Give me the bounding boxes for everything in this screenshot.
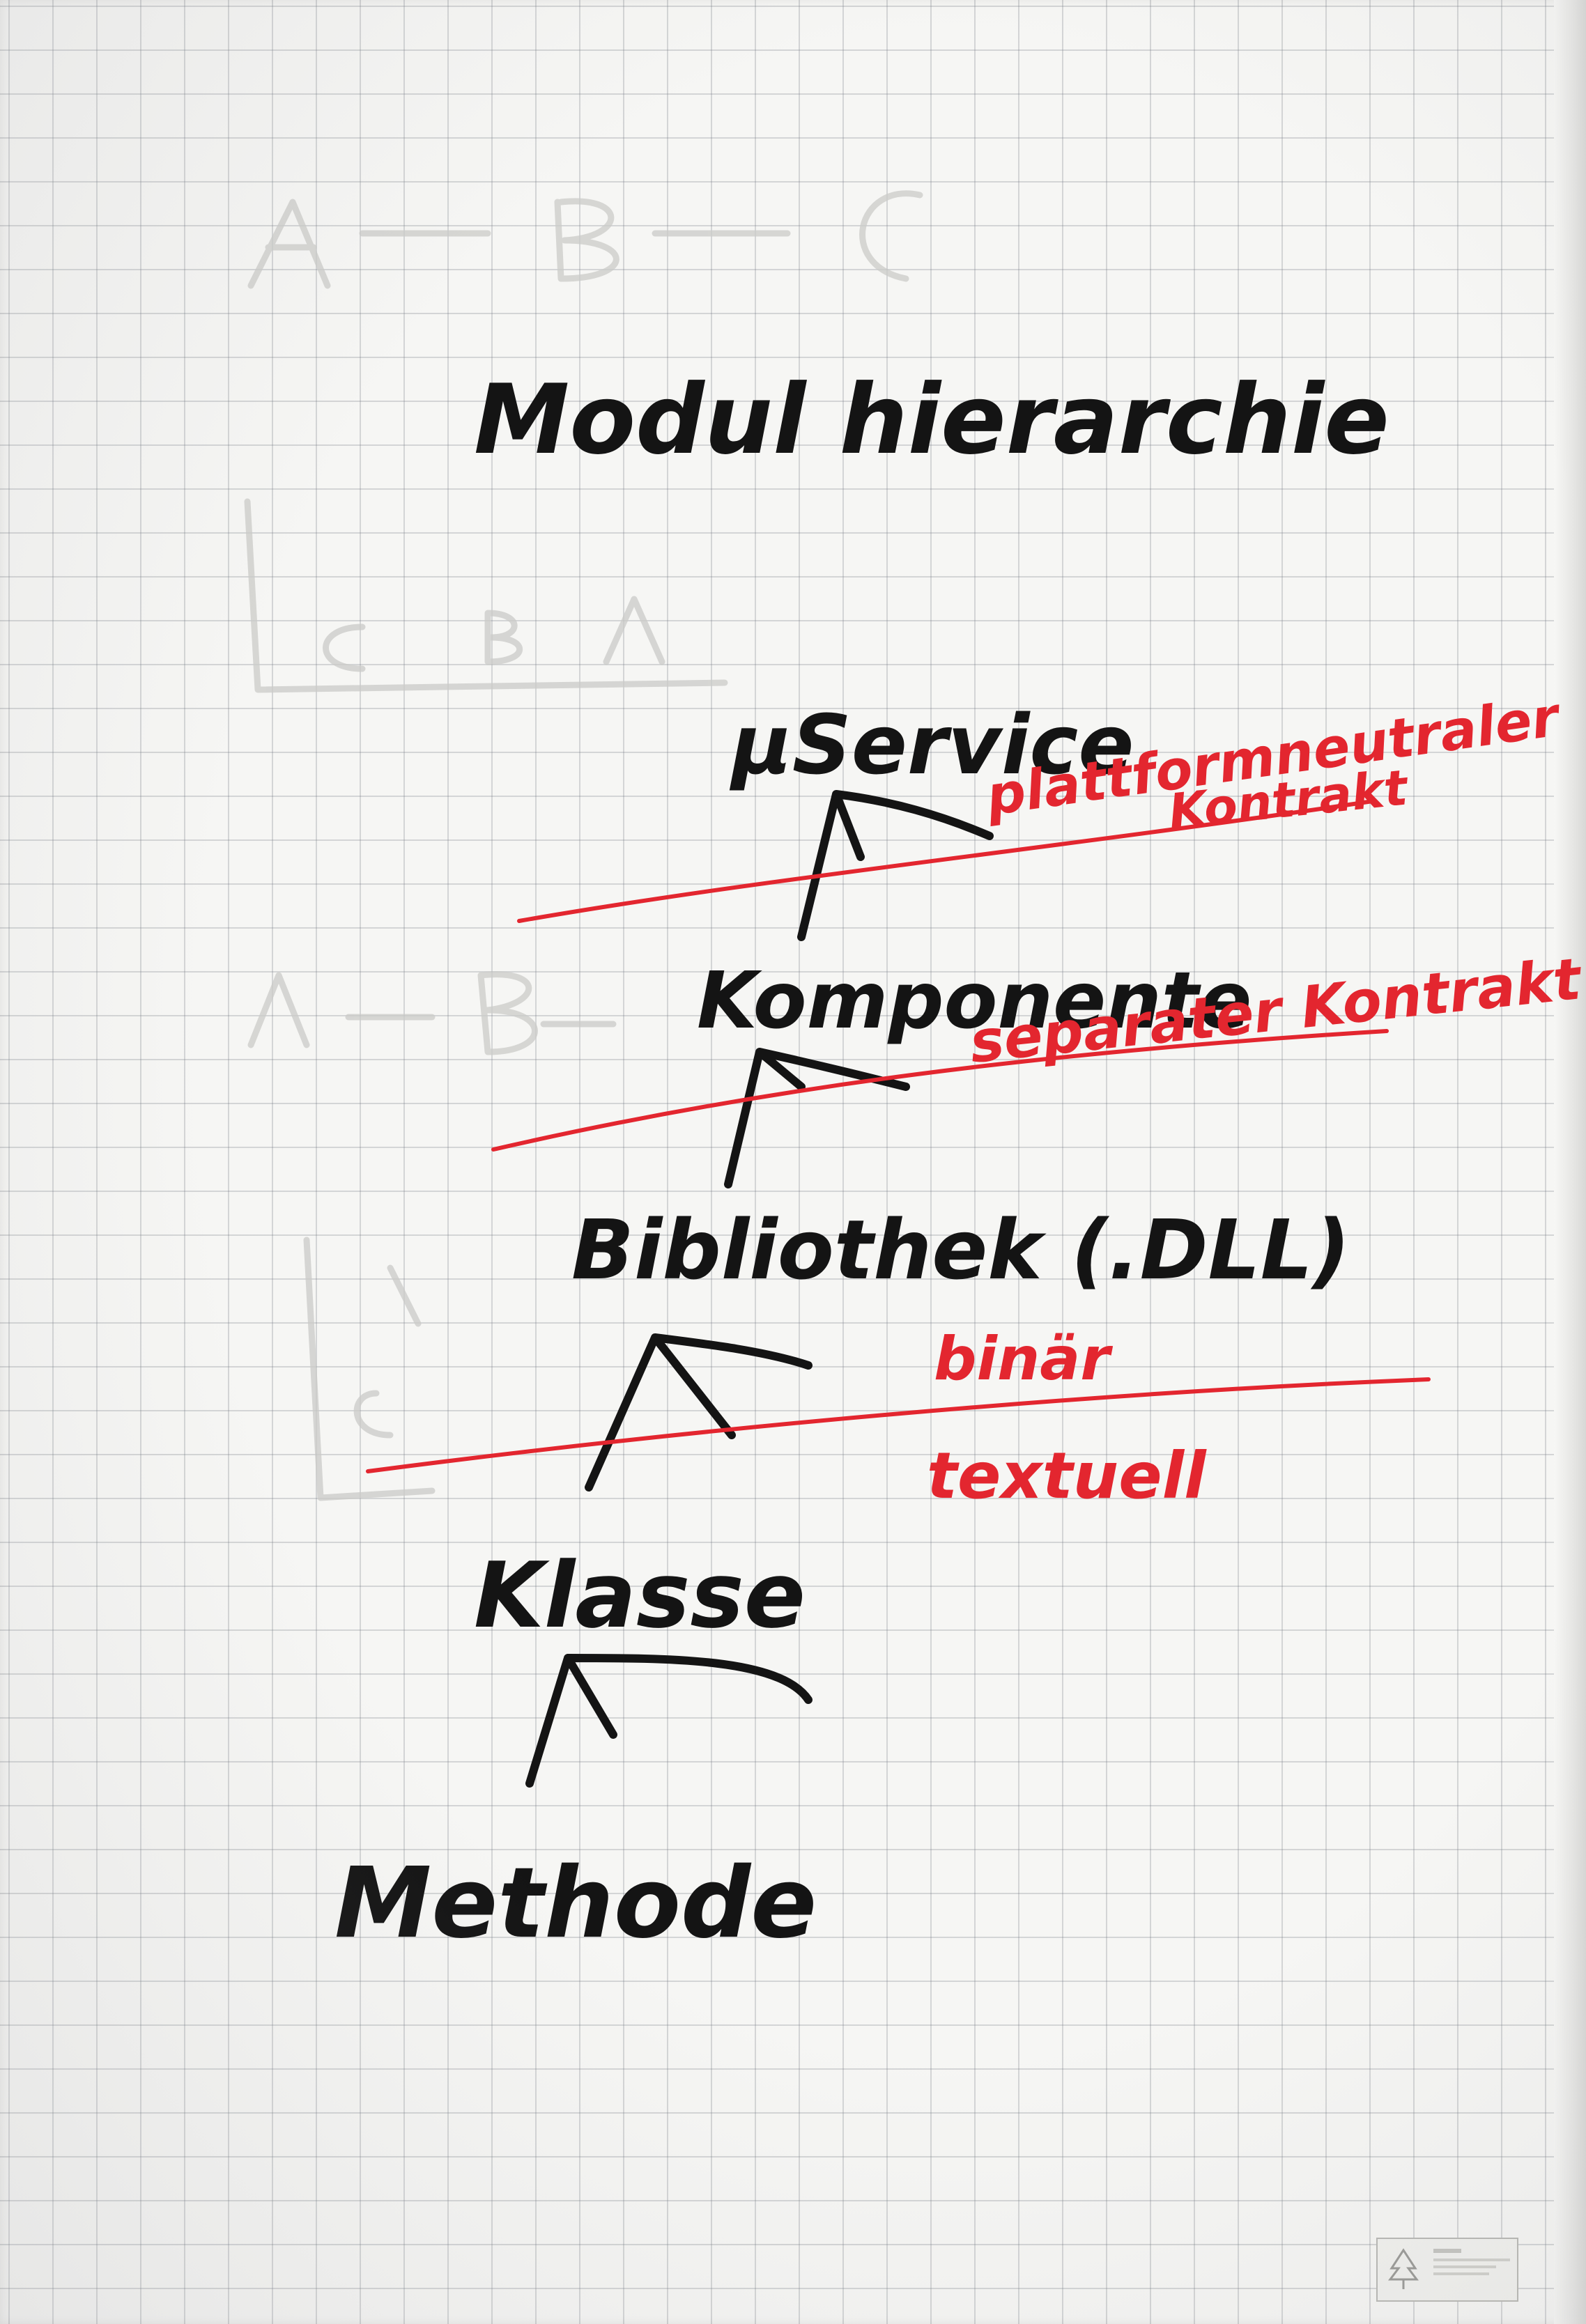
title-text: Modul hierarchie [474,364,1389,476]
arrow-methode-to-klasse [525,1654,813,1788]
level-komponente-label: Komponente [697,956,1252,1046]
annotation-separater-kontrakt: separater Kontrakt [967,946,1585,1076]
boundary-line-komponente [491,1029,1389,1152]
paper-edge [1554,0,1586,2324]
annotation-binaer: binär [934,1324,1113,1394]
boundary-line-bibliothek [366,1377,1431,1473]
level-methode-label: Methode [334,1847,817,1960]
arrow-komponente-to-service [797,790,994,941]
annotation-textuell: textuell [927,1439,1207,1513]
level-bibliothek-label: Bibliothek (.DLL) [571,1202,1350,1298]
level-service-label: µService [729,697,1134,793]
boundary-line-service [517,799,1375,923]
tree-icon [1388,2248,1419,2289]
fsc-logo [1376,2238,1518,2302]
arrow-klasse-to-bibliothek [585,1333,813,1492]
fsc-logo-text [1433,2249,1510,2275]
arrow-bibliothek-to-komponente [724,1048,910,1188]
level-klasse-label: Klasse [474,1542,806,1648]
